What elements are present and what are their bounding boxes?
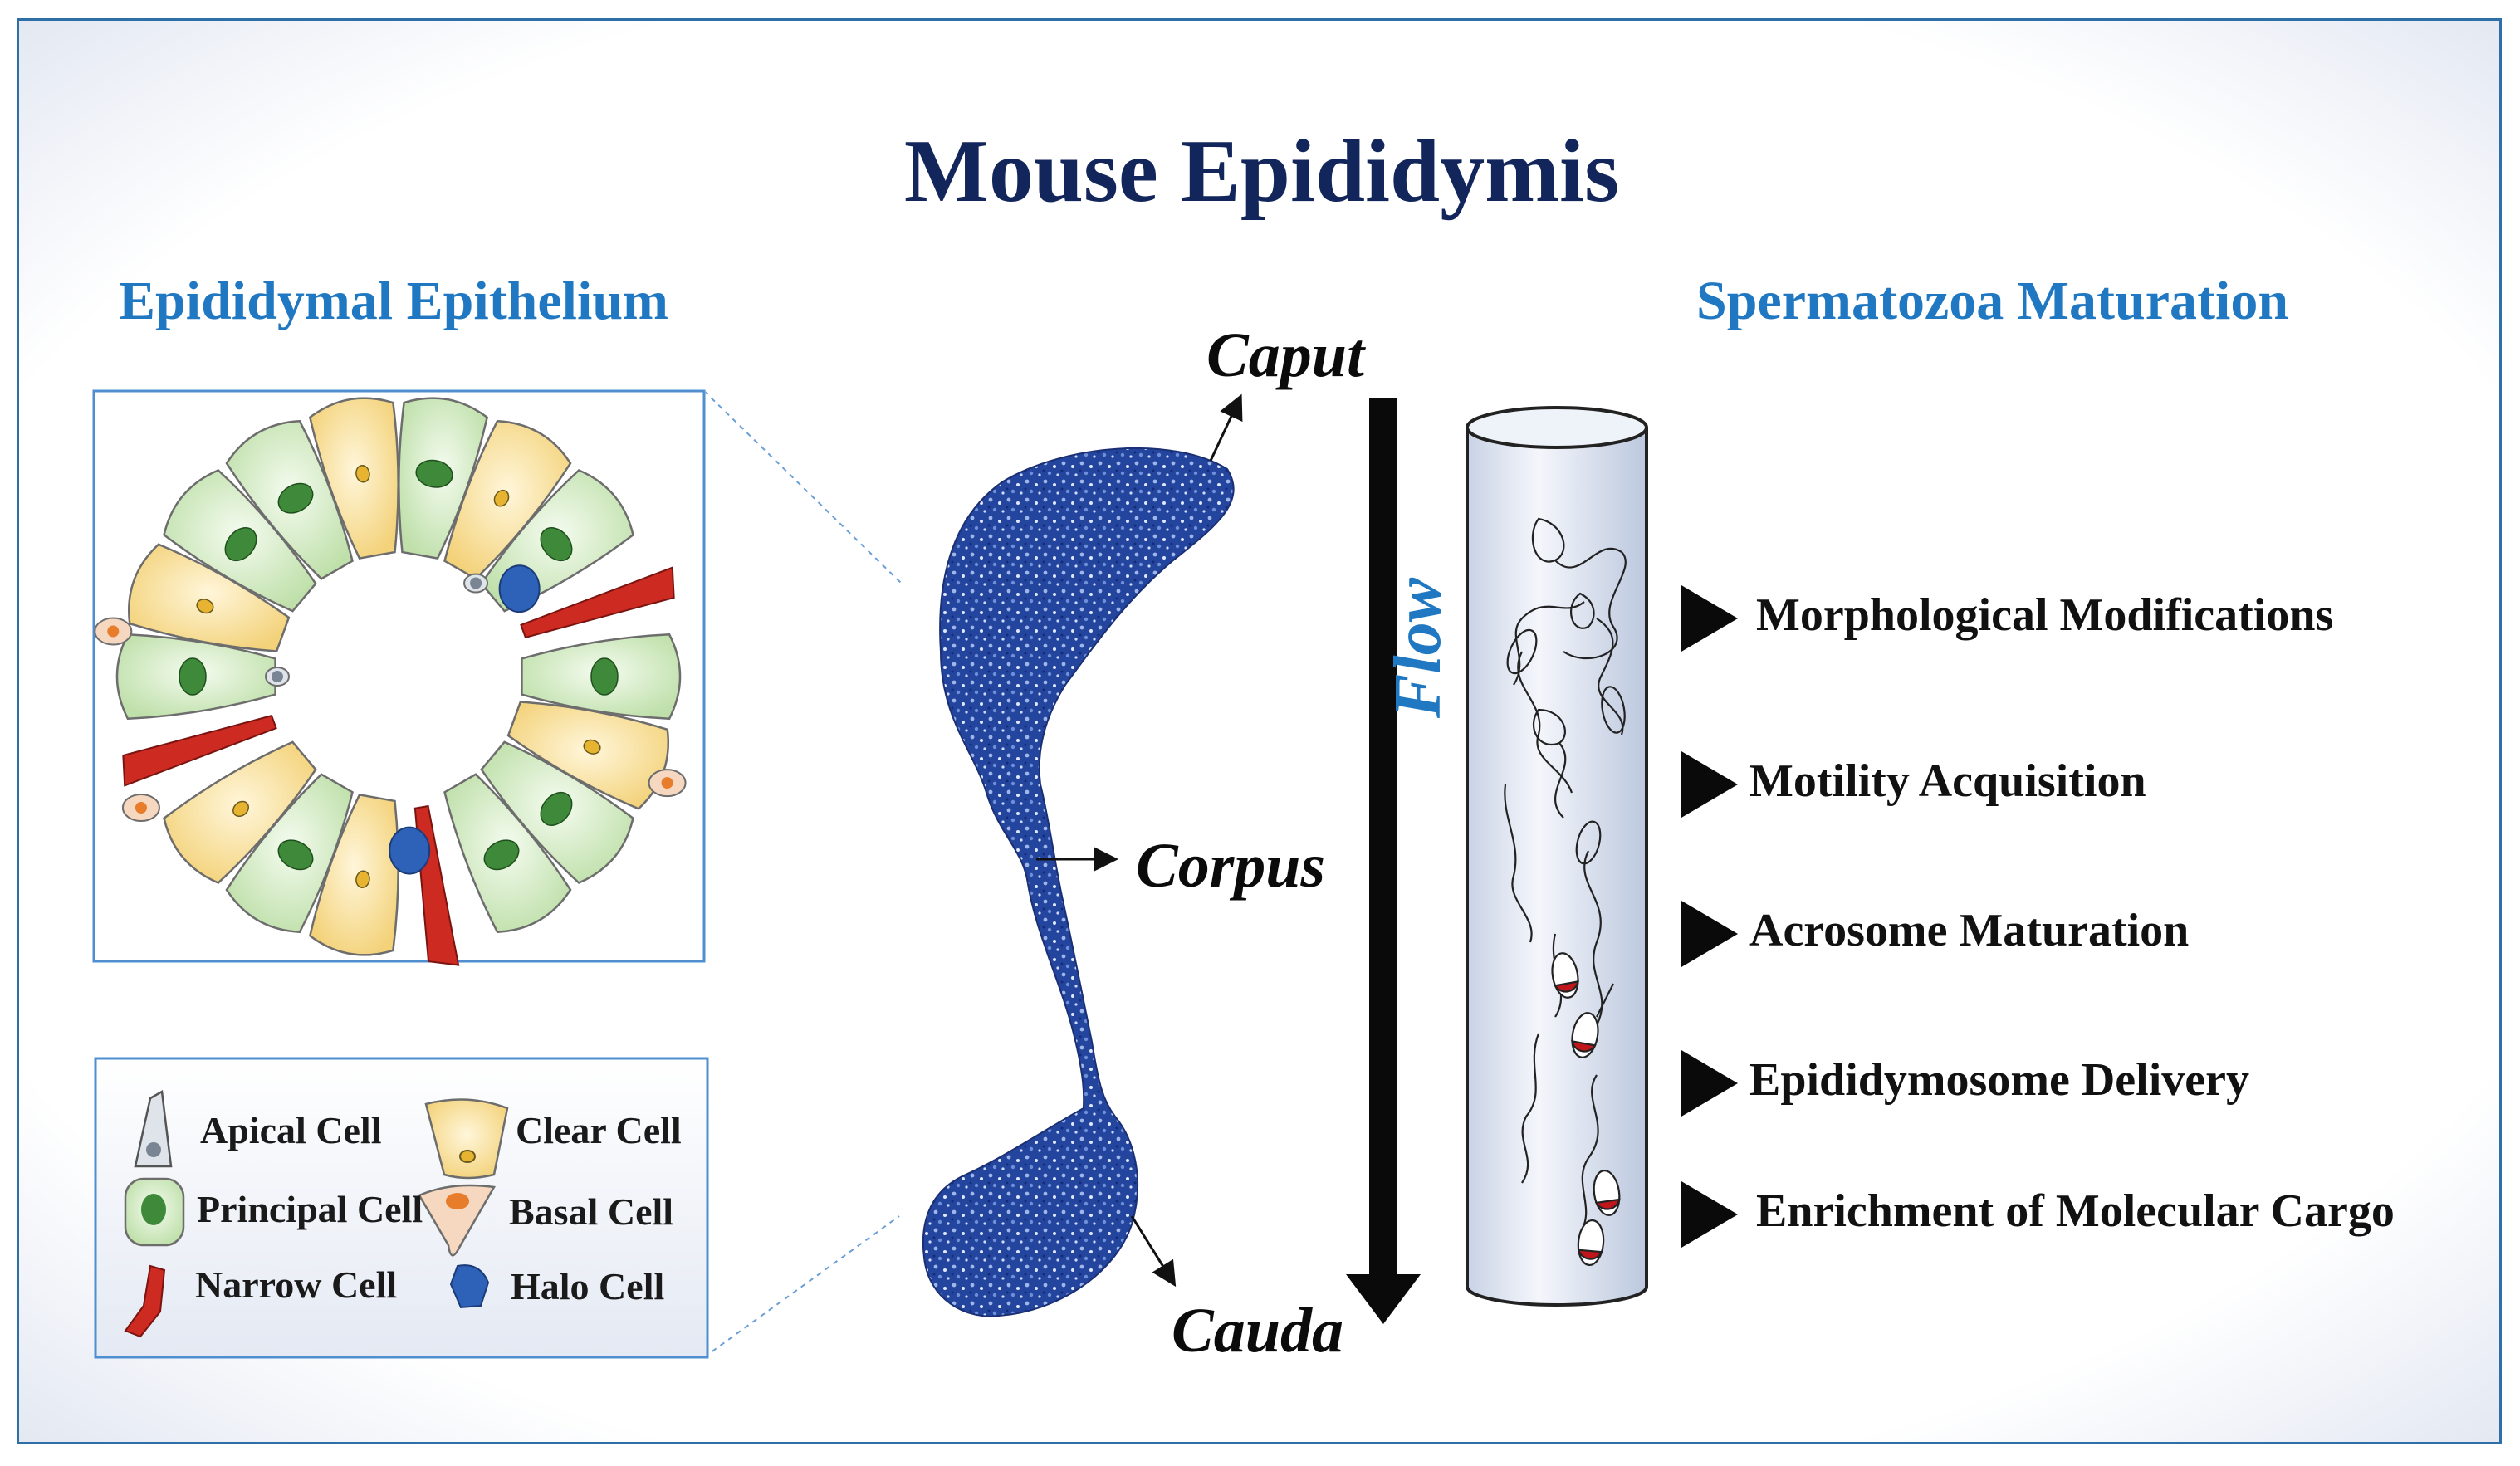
step-acrosome-maturation: Acrosome Maturation bbox=[1749, 905, 2190, 956]
narrow-cell bbox=[122, 714, 277, 787]
legend-label-principal-cell: Principal Cell bbox=[197, 1188, 423, 1230]
halo-cell bbox=[498, 564, 541, 613]
epithelium-panel bbox=[92, 389, 706, 966]
flow-arrow bbox=[1346, 398, 1421, 1324]
cell-nucleus bbox=[470, 577, 482, 589]
clear-cell bbox=[308, 397, 399, 560]
apical-cell-icon bbox=[134, 1089, 173, 1168]
legend-label-narrow-cell: Narrow Cell bbox=[195, 1263, 398, 1306]
cauda-label: Cauda bbox=[1172, 1296, 1343, 1366]
cell-nucleus bbox=[135, 801, 147, 814]
legend-panel bbox=[94, 1057, 709, 1359]
cell-nucleus bbox=[415, 459, 453, 488]
legend-label-halo-cell: Halo Cell bbox=[511, 1265, 665, 1307]
cell-nucleus bbox=[540, 527, 573, 562]
step-markers bbox=[1681, 585, 1738, 1248]
caput-label: Caput bbox=[1206, 320, 1365, 390]
step-enrichment-of-molecular-cargo: Enrichment of Molecular Cargo bbox=[1756, 1185, 2395, 1237]
legend-label-clear-cell: Clear Cell bbox=[516, 1109, 682, 1151]
figure-frame: Mouse Epididymis Epididymal Epithelium S… bbox=[17, 18, 2502, 1444]
halo-cell bbox=[389, 826, 431, 875]
cell-nucleus bbox=[224, 527, 257, 562]
cell-nucleus bbox=[355, 465, 370, 483]
principal-cell-icon bbox=[124, 1177, 185, 1247]
halo-cell-icon bbox=[449, 1264, 490, 1309]
corpus-label: Corpus bbox=[1136, 831, 1326, 901]
epididymal-duct-tube bbox=[1466, 406, 1648, 1307]
cell-nucleus bbox=[277, 839, 314, 871]
cell-nucleus bbox=[493, 489, 510, 507]
cell-nucleus bbox=[277, 482, 314, 514]
cell-nucleus bbox=[483, 839, 520, 871]
step-morphological-modifications: Morphological Modifications bbox=[1756, 589, 2334, 641]
step-epididymosome-delivery: Epididymosome Delivery bbox=[1749, 1054, 2249, 1106]
step-motility-acquisition: Motility Acquisition bbox=[1749, 755, 2146, 807]
epithelium-heading: Epididymal Epithelium bbox=[119, 271, 669, 331]
cell-nucleus bbox=[272, 671, 283, 682]
basal-cell-icon bbox=[418, 1184, 497, 1257]
cell-nucleus bbox=[590, 657, 619, 696]
maturation-heading: Spermatozoa Maturation bbox=[1696, 271, 2289, 331]
narrow-cell-icon bbox=[124, 1264, 166, 1338]
cell-nucleus bbox=[107, 625, 120, 638]
diagram-artwork bbox=[92, 389, 1738, 1359]
cell-nucleus bbox=[196, 599, 214, 614]
clear-cell-icon bbox=[424, 1098, 509, 1180]
cell-nucleus bbox=[232, 800, 249, 818]
flow-label: Flow bbox=[1382, 578, 1455, 718]
figure-title: Mouse Epididymis bbox=[903, 122, 1620, 221]
cell-nucleus bbox=[355, 870, 370, 888]
cell-nucleus bbox=[179, 657, 207, 696]
narrow-cell bbox=[520, 566, 675, 639]
cell-nucleus bbox=[540, 791, 573, 826]
cell-nucleus bbox=[583, 739, 601, 755]
legend-label-basal-cell: Basal Cell bbox=[509, 1190, 674, 1233]
cell-nucleus bbox=[661, 777, 673, 789]
epididymis-illustration bbox=[922, 447, 1235, 1317]
legend-label-apical-cell: Apical Cell bbox=[200, 1109, 382, 1151]
